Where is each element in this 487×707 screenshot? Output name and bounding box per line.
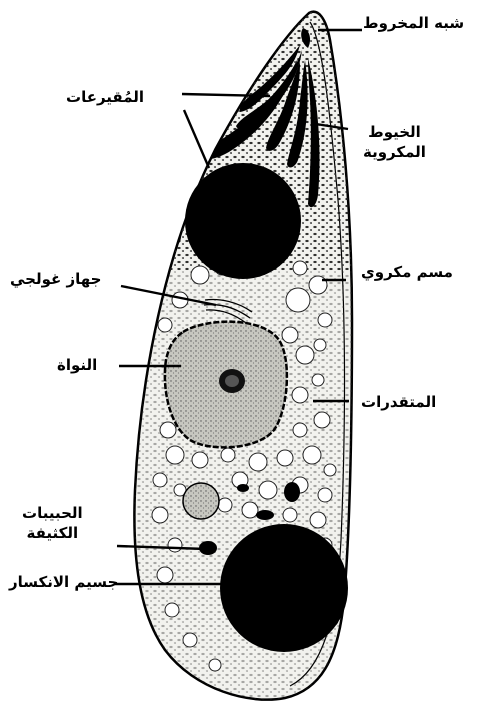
label-conoid: شبه المخروط (363, 13, 464, 33)
label-micropore: مسم مكروي (361, 262, 453, 282)
label-micronemes-line1: الخيوط (363, 122, 426, 142)
anterior-refractile-body (185, 163, 301, 279)
label-amylopectin: المتقدرات (361, 392, 436, 412)
label-refractile-body: جسيم الانكسار (9, 572, 118, 592)
label-micronemes-line2: المكروية (363, 142, 426, 162)
label-micronemes: الخيوط المكروية (363, 122, 426, 162)
posterior-refractile-body (220, 524, 348, 652)
label-rhoptries: المُقيرعات (66, 87, 144, 107)
label-dense-granules: الحبيبات الكثيفة (22, 503, 83, 543)
label-dense-granules-line2: الكثيفة (22, 523, 83, 543)
label-golgi: جهاز غولجي (10, 269, 101, 289)
label-nucleus: النواة (57, 355, 97, 375)
label-dense-granules-line1: الحبيبات (22, 503, 83, 523)
